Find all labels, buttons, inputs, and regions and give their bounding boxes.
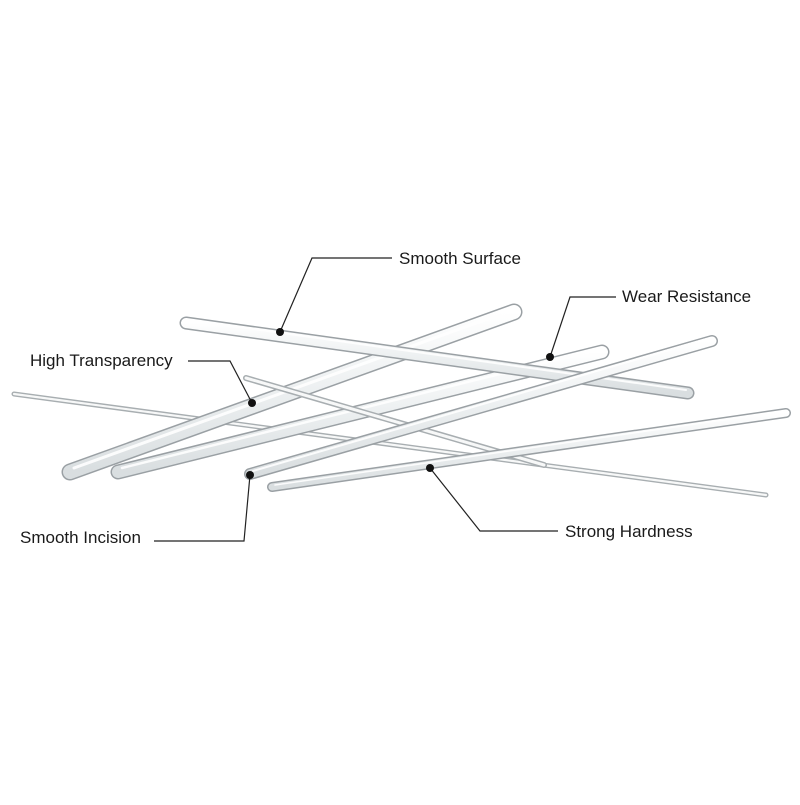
callout-smooth-surface: Smooth Surface (399, 249, 521, 268)
marker-dot-high-transparency (248, 399, 256, 407)
leader-smooth-incision (154, 474, 251, 542)
acrylic-rod-bottom (267, 408, 791, 492)
marker-dot-wear-resistance (546, 353, 554, 361)
acrylic-rod-thin-long (11, 391, 769, 498)
leader-high-transparency (188, 360, 253, 404)
acrylic-rod-lower-diagonal (244, 335, 718, 480)
callout-smooth-incision: Smooth Incision (20, 528, 141, 547)
callout-wear-resistance: Wear Resistance (622, 287, 752, 306)
callout-high-transparency: High Transparency (30, 351, 173, 370)
marker-dot-smooth-incision (246, 471, 254, 479)
marker-dot-strong-hardness (426, 464, 434, 472)
leader-smooth-surface (279, 257, 392, 333)
leader-strong-hardness (429, 467, 558, 532)
callout-strong-hardness: Strong Hardness (565, 522, 693, 541)
leader-wear-resistance (549, 296, 616, 358)
marker-dot-smooth-surface (276, 328, 284, 336)
leader-lines (154, 257, 616, 542)
marker-dots (246, 328, 554, 479)
